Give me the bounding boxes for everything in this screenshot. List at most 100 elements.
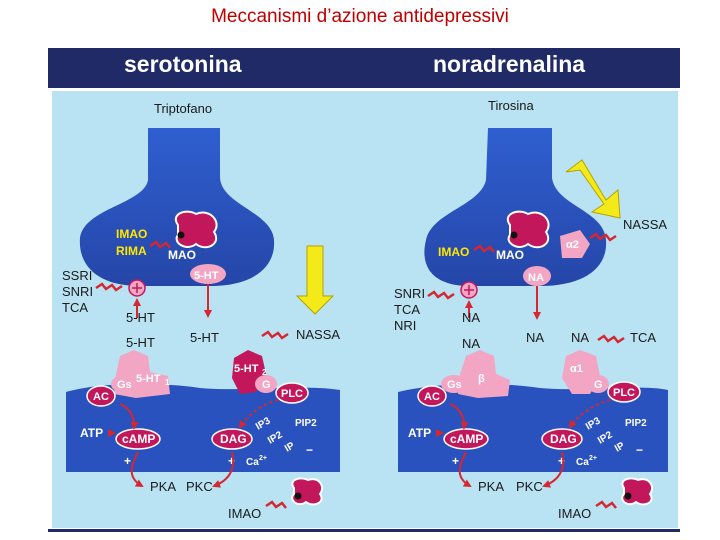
receptor-beta-right bbox=[458, 350, 510, 398]
precursor-label-right: Tirosina bbox=[488, 98, 535, 113]
precursor-label-left: Triptofano bbox=[154, 101, 212, 116]
plus-dag-right: + bbox=[558, 454, 565, 468]
mao-enzyme-bottom-right bbox=[621, 477, 654, 506]
drug-inhibit-zigzag-right bbox=[427, 290, 455, 300]
atp-label-left: ATP bbox=[80, 426, 103, 440]
receptor-5ht2-label: 5-HT bbox=[234, 363, 259, 375]
imao-bottom-label-left: IMAO bbox=[228, 506, 261, 521]
ac-enzyme-right bbox=[417, 385, 447, 407]
tca-zigzag-right bbox=[597, 334, 625, 344]
receptor-5ht2-sub: 2 bbox=[262, 368, 267, 377]
gs-protein-left bbox=[111, 375, 137, 393]
plc-enzyme-right bbox=[607, 381, 641, 403]
mao-label-left: MAO bbox=[168, 248, 196, 262]
mao-dot-left bbox=[177, 231, 185, 239]
receptor-beta-label: β bbox=[478, 373, 485, 385]
mao-enzyme-bottom-left bbox=[291, 477, 324, 506]
nt-upper-left: 5-HT bbox=[126, 310, 155, 325]
mao-enzyme-right bbox=[507, 210, 550, 249]
plc-label-left: PLC bbox=[281, 388, 303, 400]
nt-right-right: NA bbox=[571, 330, 589, 345]
plc-to-dag-arrow-left bbox=[238, 399, 279, 429]
nassa-label-right: NASSA bbox=[623, 217, 667, 232]
ca-label-left: Ca bbox=[246, 457, 259, 468]
drug-nri-right: NRI bbox=[394, 318, 416, 333]
nt-release-left: 5-HT bbox=[190, 330, 219, 345]
plc-enzyme-left bbox=[275, 382, 309, 404]
tca-label-right: TCA bbox=[630, 330, 656, 345]
dag-label-left: DAG bbox=[220, 432, 247, 446]
camp-label-right: cAMP bbox=[450, 432, 483, 446]
postsynaptic-neuron-right bbox=[398, 383, 668, 472]
presynaptic-neuron-right bbox=[424, 128, 607, 286]
vesicle-label-left: 5-HT bbox=[194, 270, 219, 282]
receptor-5ht1-sub: 1 bbox=[165, 378, 170, 387]
drug-tca-left: TCA bbox=[62, 300, 88, 315]
nt-lower-right: NA bbox=[462, 336, 480, 351]
rima-label-left: RIMA bbox=[116, 244, 147, 258]
dag-to-pkc-arrow-right bbox=[542, 451, 565, 488]
g-label-right: G bbox=[594, 379, 603, 391]
dag-left bbox=[211, 428, 253, 450]
mao-label-right: MAO bbox=[496, 248, 524, 262]
pkc-label-left: PKC bbox=[186, 479, 213, 494]
plc-to-dag-arrow-right bbox=[568, 399, 611, 429]
g-protein-right bbox=[587, 375, 609, 393]
ac-to-camp-arrow-right bbox=[449, 403, 469, 430]
imao-bottom-zigzag-left bbox=[265, 500, 287, 509]
ac-label-left: AC bbox=[93, 391, 109, 403]
postsynaptic-neuron-left bbox=[66, 383, 340, 472]
drug-tca-right: TCA bbox=[394, 302, 420, 317]
vesicle-right bbox=[523, 266, 551, 286]
nt-upper-right: NA bbox=[462, 310, 480, 325]
alpha2-receptor-right bbox=[560, 230, 590, 258]
imao-bottom-zigzag-right bbox=[595, 500, 617, 509]
ca-label-right: Ca bbox=[576, 457, 589, 468]
ac-enzyme-left bbox=[86, 385, 116, 407]
pip2-label-right: PIP2 bbox=[625, 418, 647, 429]
camp-to-pka-arrow-left bbox=[130, 451, 144, 487]
g-protein-left bbox=[255, 375, 277, 393]
drug-ssri-left: SSRI bbox=[62, 268, 92, 283]
ac-to-camp-arrow-left bbox=[119, 403, 139, 430]
imao-label-right: IMAO bbox=[438, 245, 469, 259]
plus-camp-left: + bbox=[124, 454, 131, 468]
drug-snri-left: SNRI bbox=[62, 284, 93, 299]
imao-bottom-label-right: IMAO bbox=[558, 506, 591, 521]
nassa-zigzag-left bbox=[261, 330, 289, 340]
header-serotonina: serotonina bbox=[124, 51, 242, 77]
drug-inhibit-zigzag-left bbox=[95, 282, 123, 292]
gs-label-right: Gs bbox=[447, 379, 462, 391]
pka-label-right: PKA bbox=[478, 479, 504, 494]
camp-to-pka-arrow-right bbox=[458, 451, 472, 487]
alpha2-label-right: α2 bbox=[566, 239, 579, 251]
vesicle-label-right: NA bbox=[528, 272, 544, 284]
dag-to-pkc-arrow-left bbox=[212, 451, 235, 488]
plus-dag-left: + bbox=[228, 454, 235, 468]
gs-label-left: Gs bbox=[117, 379, 132, 391]
bottom-rule bbox=[48, 529, 680, 532]
mao-enzyme-left bbox=[175, 210, 218, 249]
ca-sup-left: 2+ bbox=[259, 455, 267, 462]
pkc-label-right: PKC bbox=[516, 479, 543, 494]
plc-label-right: PLC bbox=[613, 387, 635, 399]
imao-label-left: IMAO bbox=[116, 227, 147, 241]
receptor-alpha1-label: α1 bbox=[570, 363, 583, 375]
header-noradrenalina: noradrenalina bbox=[433, 51, 586, 77]
gs-protein-right bbox=[441, 375, 467, 393]
pka-label-left: PKA bbox=[150, 479, 176, 494]
presynaptic-neuron-left bbox=[79, 128, 275, 286]
imao-inhibit-zigzag-left bbox=[149, 240, 171, 249]
nassa-zigzag-right bbox=[589, 232, 617, 242]
g-label-left: G bbox=[262, 379, 271, 391]
plus-camp-right: + bbox=[452, 454, 459, 468]
imao-zigzag-right bbox=[473, 244, 495, 253]
yellow-arrow-left bbox=[295, 245, 335, 315]
atp-label-right: ATP bbox=[408, 426, 431, 440]
nt-release-right: NA bbox=[526, 330, 544, 345]
pip2-label-left: PIP2 bbox=[295, 418, 317, 429]
header-bar: serotonina noradrenalina bbox=[48, 48, 680, 88]
camp-label-left: cAMP bbox=[122, 432, 155, 446]
nt-lower-left: 5-HT bbox=[126, 335, 155, 350]
